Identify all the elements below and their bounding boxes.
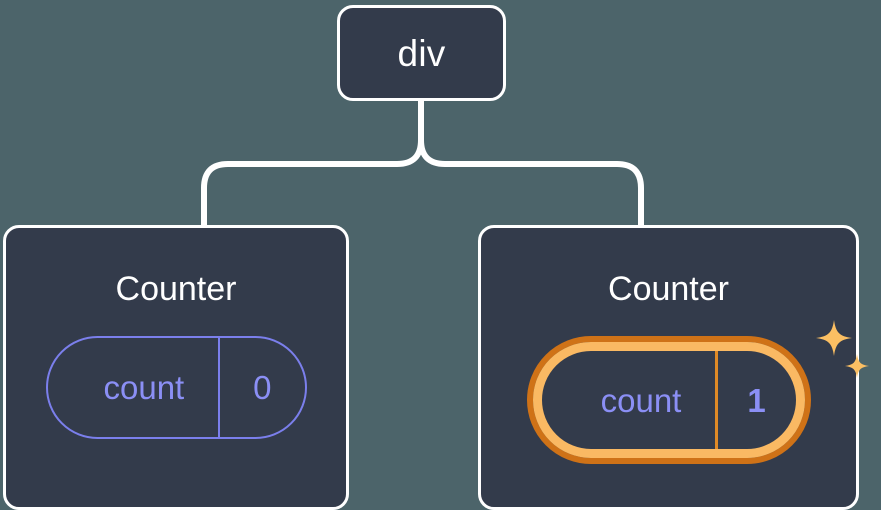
sparkle-large-icon [815,320,852,356]
highlight-ring-outer [526,336,811,464]
sparkles-group [815,320,869,378]
sparkle-small-icon [844,354,869,378]
node-counter-left[interactable]: Counter count 0 [3,225,349,510]
state-key-right: count [542,351,718,449]
state-value-left: 0 [253,369,272,406]
edge-root-to-right [418,98,644,229]
state-pill-right[interactable]: count 1 [532,342,805,458]
node-div-label: div [397,32,446,74]
node-counter-right-label: Counter [608,270,729,308]
node-counter-right[interactable]: Counter count 1 [478,225,869,510]
state-pill-right-wrapper[interactable]: count 1 [526,320,869,464]
state-key-left: count [48,338,221,437]
edge-root-to-left [201,98,424,229]
state-pill-left[interactable]: count 0 [45,336,307,439]
node-counter-left-label: Counter [115,270,237,308]
state-value-right: 1 [747,381,766,419]
diagram-canvas: div Counter count 0 Counter count 1 [3,5,869,510]
node-div[interactable]: div [337,5,506,101]
